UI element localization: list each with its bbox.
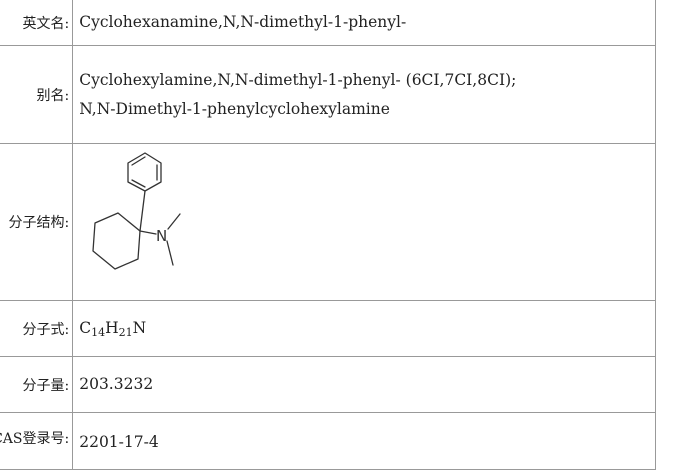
phenyl-ring (127, 152, 162, 192)
weight-value: 203.3232 (72, 356, 656, 413)
english-name-value: Cyclohexanamine,N,N-dimethyl-1-phenyl- (72, 0, 656, 46)
methyl-bond-2 (166, 240, 174, 266)
amine-bond (139, 230, 157, 235)
formula-nitrogen: N (132, 319, 147, 337)
formula-carbon-count: 14 (91, 326, 106, 339)
alias-line-2: N,N-Dimethyl-1-phenylcyclohexylamine (79, 99, 390, 118)
compound-info-table: 英文名: Cyclohexanamine,N,N-dimethyl-1-phen… (0, 0, 656, 470)
cas-label: CAS登录号: (0, 412, 74, 470)
structure-row: 分子结构: N (0, 143, 656, 301)
nitrogen-atom-label: N (156, 227, 167, 245)
phenyl-double-bond-3 (131, 179, 146, 188)
formula-hydrogen: H (105, 319, 119, 337)
molecular-structure-image: N (92, 152, 181, 270)
structure-value: N (72, 143, 656, 301)
structure-label: 分子结构: (0, 143, 74, 301)
formula-carbon: C (79, 319, 92, 337)
weight-row: 分子量: 203.3232 (0, 356, 656, 413)
formula-value: C14H21N (72, 300, 656, 357)
english-name-label: 英文名: (0, 0, 74, 46)
alias-value: Cyclohexylamine,N,N-dimethyl-1-phenyl- (… (72, 45, 656, 144)
cyclohexane-ring (92, 212, 141, 270)
alias-line-1: Cyclohexylamine,N,N-dimethyl-1-phenyl- (… (79, 70, 517, 89)
cas-row: CAS登录号: 2201-17-4 (0, 412, 656, 470)
phenyl-bond (139, 190, 146, 232)
phenyl-double-bond-1 (131, 156, 146, 166)
alias-row: 别名: Cyclohexylamine,N,N-dimethyl-1-pheny… (0, 45, 656, 144)
alias-label: 别名: (0, 45, 74, 144)
cas-value: 2201-17-4 (72, 412, 656, 470)
methyl-bond-1 (167, 213, 181, 230)
english-name-row: 英文名: Cyclohexanamine,N,N-dimethyl-1-phen… (0, 0, 656, 46)
formula-label: 分子式: (0, 300, 74, 357)
formula-row: 分子式: C14H21N (0, 300, 656, 357)
formula-hydrogen-count: 21 (118, 326, 133, 339)
weight-label: 分子量: (0, 356, 74, 413)
